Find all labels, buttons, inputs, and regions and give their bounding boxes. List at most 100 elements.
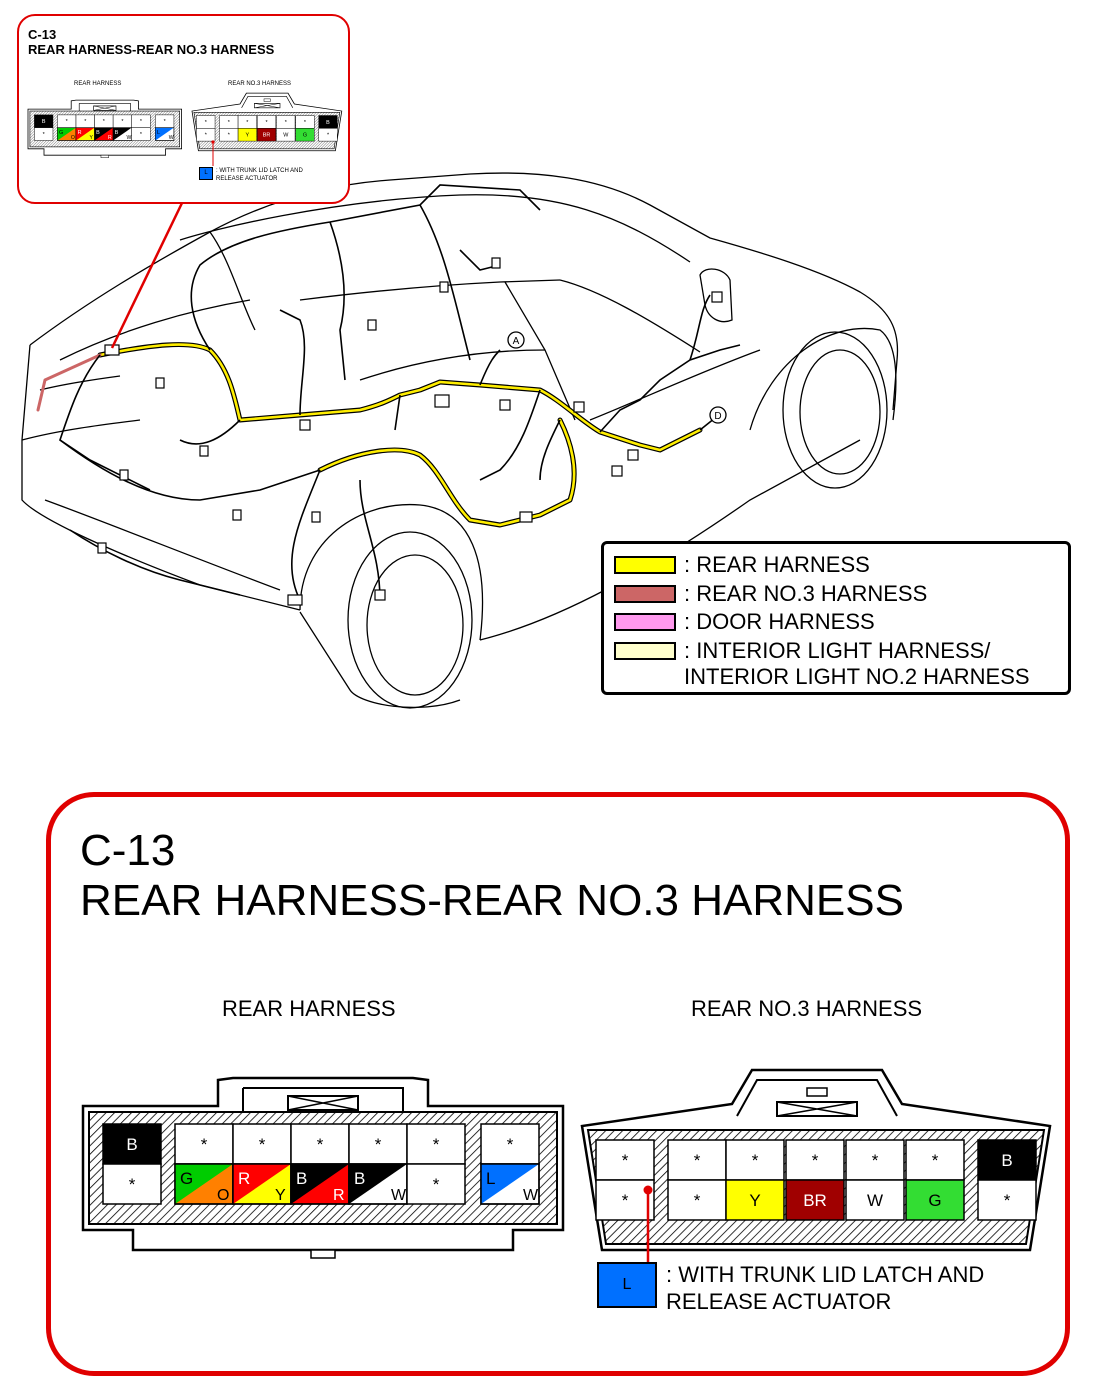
rear-no3-top-pin: *: [725, 1139, 785, 1181]
rear-bottom-pin-label: L: [486, 1169, 495, 1188]
rear-bottom-pin: RY: [75, 127, 95, 141]
rear-no3-top-pin-label: B: [1001, 1151, 1012, 1170]
rear-no3-bottom-pin-label: W: [867, 1191, 883, 1210]
note-line1: : WITH TRUNK LID LATCH AND: [666, 1262, 985, 1287]
rear-no3-top-pin-label: B: [326, 120, 330, 126]
rear-no3-bottom-pin: G: [905, 1179, 965, 1221]
rear-no3-top-pin: *: [667, 1139, 727, 1181]
rear-bottom-pin: BW: [112, 127, 132, 141]
rear-bottom-pin-sublabel: O: [71, 135, 75, 141]
rear-no3-bottom-pin-label: Y: [749, 1191, 760, 1210]
rear-bottom-pin: *: [102, 1163, 162, 1205]
rear-bottom-pin-sublabel: W: [127, 135, 132, 141]
rear-bottom-pin-sublabel: Y: [275, 1187, 286, 1204]
rear-top-pin: *: [57, 114, 77, 128]
rear-bottom-pin-label: B: [296, 1169, 307, 1188]
car-harness-illustration: A D: [21, 172, 899, 709]
rear-bottom-pin: *: [131, 127, 151, 141]
rear-bottom-pin: RY: [232, 1163, 292, 1205]
rear-no3-bottom-pin-label: *: [622, 1191, 629, 1210]
rear-no3-bottom-pin: W: [845, 1179, 905, 1221]
rear-bottom-pin: BR: [290, 1163, 350, 1205]
rear-top-pin-label: *: [103, 119, 106, 125]
rear-bottom-pin-stripe: [349, 1164, 407, 1204]
rear-no3-top-pin-label: *: [205, 120, 208, 126]
rear-bottom-pin-label: B: [115, 130, 119, 136]
rear-no3-bottom-pin-label: W: [283, 133, 289, 139]
rear-harness-route: [36, 342, 703, 528]
rear-bottom-pin-stripe: [175, 1164, 233, 1204]
rear-no3-bottom-pin-label: BR: [803, 1191, 827, 1210]
rear-bottom-pin: BW: [348, 1163, 408, 1205]
rear-top-pin-label: *: [140, 119, 143, 125]
small-note-line1: : WITH TRUNK LID LATCH AND: [216, 168, 303, 174]
rear-no3-bottom-pin: *: [196, 128, 216, 142]
rear-harness-latch: [78, 103, 131, 112]
rear-bottom-pin: BR: [94, 127, 114, 141]
rear-harness-label: REAR HARNESS: [222, 996, 396, 1021]
note-text: : WITH TRUNK LID LATCH AND RELEASE ACTUA…: [666, 1261, 984, 1315]
note-line2: RELEASE ACTUATOR: [666, 1289, 892, 1314]
connector-title: REAR HARNESS-REAR NO.3 HARNESS: [80, 876, 904, 925]
legend-label-interior-light-no2-harness: INTERIOR LIGHT NO.2 HARNESS: [684, 664, 1030, 689]
rear-top-pin: *: [155, 114, 175, 128]
rear-bottom-pin-label: B: [96, 130, 100, 136]
rear-top-pin: B: [102, 1123, 162, 1165]
small-note-line2: RELEASE ACTUATOR: [216, 176, 278, 182]
rear-no3-top-pin-label: *: [304, 120, 307, 126]
rear-no3-top-pin: *: [845, 1139, 905, 1181]
rear-no3-bottom-pin: W: [276, 128, 296, 142]
legend-label-rear-harness: : REAR HARNESS: [684, 552, 870, 577]
rear-bottom-pin-label: *: [43, 132, 46, 138]
rear-bottom-pin-label: L: [157, 130, 160, 136]
rear-no3-bottom-pin: *: [318, 128, 338, 142]
rear-bottom-pin-stripe: [233, 1164, 291, 1204]
callout-leader-line: [110, 202, 184, 349]
rear-bottom-pin-sublabel: W: [391, 1187, 407, 1204]
rear-bottom-pin: LW: [480, 1163, 540, 1205]
small-connector-title: REAR HARNESS-REAR NO.3 HARNESS: [28, 42, 275, 57]
rear-top-pin-label: *: [375, 1135, 382, 1154]
rear-bottom-pin-label: R: [238, 1169, 250, 1188]
rear-no3-bottom-pin-label: *: [205, 133, 208, 139]
rear-harness-latch-x: [287, 1095, 359, 1111]
rear-bottom-pin-sublabel: W: [169, 135, 174, 141]
rear-no3-top-pin: *: [196, 115, 216, 129]
rear-bottom-pin-sublabel: O: [217, 1187, 229, 1204]
rear-no3-bottom-pin: *: [595, 1179, 655, 1221]
rear-bottom-pin: LW: [155, 127, 175, 141]
legend-swatch-door-harness: [614, 613, 676, 631]
rear-no3-bottom-pin: G: [295, 128, 315, 142]
rear-no3-bottom-pin-label: G: [928, 1191, 941, 1210]
legend-swatch-interior-light-harness: [614, 642, 676, 660]
rear-top-pin: *: [174, 1123, 234, 1165]
rear-no3-bottom-pin-label: *: [228, 133, 231, 139]
rear-no3-top-pin: *: [276, 115, 296, 129]
rear-no3-top-pin: *: [237, 115, 257, 129]
rear-no3-top-pin: B: [318, 115, 338, 129]
rear-no3-top-pin-label: *: [246, 120, 249, 126]
rear-no3-top-pin-label: *: [228, 120, 231, 126]
legend-label-interior-light-harness: : INTERIOR LIGHT HARNESS/: [684, 638, 991, 663]
rear-no3-bottom-pin-label: *: [1004, 1191, 1011, 1210]
black-wires: [59, 184, 741, 601]
rear-top-pin: *: [112, 114, 132, 128]
rear-bottom-pin-sublabel: Y: [89, 135, 93, 141]
note-color-swatch: L: [597, 1262, 657, 1308]
rear-no3-harness-label: REAR NO.3 HARNESS: [691, 996, 923, 1021]
rear-no3-top-pin-label: *: [872, 1151, 879, 1170]
rear-no3-top-pin-label: *: [285, 120, 288, 126]
rear-no3-top-pin-label: *: [694, 1151, 701, 1170]
rear-no3-top-pin: *: [785, 1139, 845, 1181]
small-rear-harness-label: REAR HARNESS: [74, 81, 122, 87]
rear-no3-latch: [736, 1079, 898, 1117]
rear-bottom-pin-label: *: [129, 1175, 136, 1194]
rear-no3-top-pin: *: [905, 1139, 965, 1181]
rear-bottom-pin: GO: [57, 127, 77, 141]
small-note-text: : WITH TRUNK LID LATCH AND RELEASE ACTUA…: [216, 167, 303, 183]
